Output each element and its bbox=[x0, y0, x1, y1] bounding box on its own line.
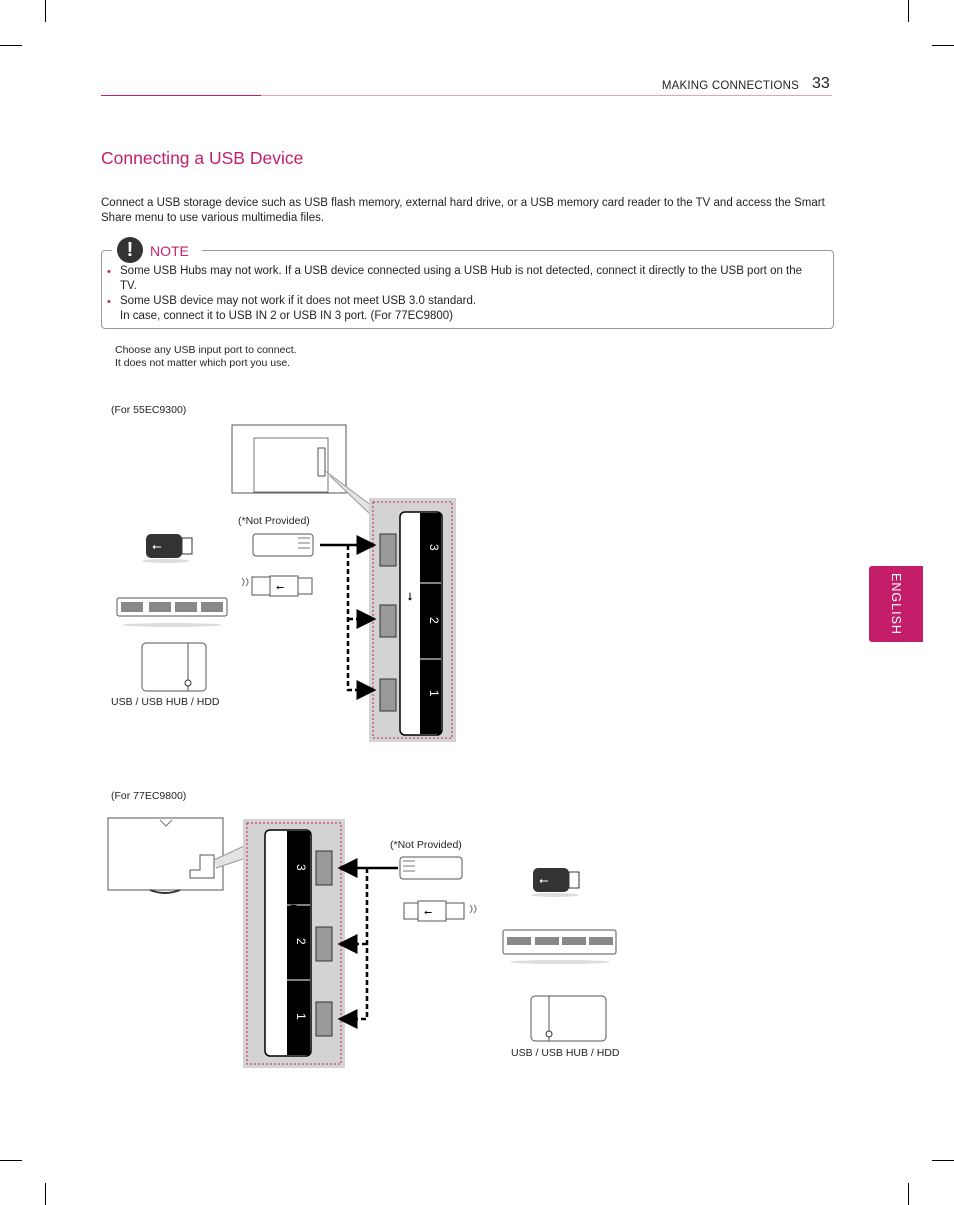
crop-mark bbox=[0, 1160, 22, 1161]
usb-flash-drive-icon: ⭠ bbox=[531, 868, 580, 897]
bullet-icon: • bbox=[107, 296, 111, 308]
hard-drive-icon bbox=[141, 642, 207, 692]
usb-flash-drive-icon: ⭠ bbox=[142, 534, 193, 563]
tv-rear-illustration bbox=[231, 424, 373, 518]
note-item-continued: In case, connect it to USB IN 2 or USB I… bbox=[120, 310, 454, 322]
page-title: Connecting a USB Device bbox=[101, 148, 304, 168]
section-title: MAKING CONNECTIONS bbox=[661, 80, 799, 92]
not-provided-label: (*Not Provided) bbox=[238, 515, 310, 527]
model-label: (For 55EC9300) bbox=[111, 404, 187, 416]
note-box bbox=[101, 250, 834, 329]
connection-arrows bbox=[337, 858, 398, 1029]
svg-text:⭠: ⭠ bbox=[424, 907, 432, 918]
usb-port-panel bbox=[369, 498, 456, 742]
connection-arrows bbox=[320, 535, 377, 700]
usb-hub-icon bbox=[502, 929, 617, 964]
instruction-line: It does not matter which port you use. bbox=[115, 357, 291, 369]
crop-mark bbox=[908, 0, 909, 22]
card-reader-icon bbox=[399, 856, 463, 880]
usb-cable-icon: ⭠ bbox=[403, 900, 477, 922]
language-tab-label: ENGLISH bbox=[889, 573, 903, 635]
header-rule bbox=[101, 95, 832, 96]
model-label: (For 77EC9800) bbox=[111, 790, 187, 802]
usb-symbol-icon: ⭠ bbox=[403, 592, 416, 601]
header-rule-accent bbox=[101, 95, 261, 96]
port-label: USB 3.0 IN bbox=[301, 967, 313, 1022]
port-label: USB IN bbox=[424, 593, 436, 630]
port-number: 2 bbox=[294, 938, 308, 945]
intro-paragraph: Connect a USB storage device such as USB… bbox=[101, 197, 825, 224]
note-label: NOTE bbox=[150, 243, 189, 259]
crop-mark bbox=[932, 45, 954, 46]
usb-cable-icon: ⭠ bbox=[241, 575, 313, 597]
language-tab: ENGLISH bbox=[869, 566, 923, 642]
crop-mark bbox=[908, 1183, 909, 1205]
crop-mark bbox=[45, 1183, 46, 1205]
devices-label: USB / USB HUB / HDD bbox=[111, 696, 220, 708]
usb-hub-icon bbox=[116, 597, 228, 627]
port-number: 3 bbox=[294, 864, 308, 871]
exclamation-icon: ! bbox=[117, 237, 143, 263]
port-label: USB IN bbox=[289, 875, 301, 912]
crop-mark bbox=[0, 45, 22, 46]
port-number: 3 bbox=[427, 544, 441, 551]
port-number: 1 bbox=[294, 1013, 308, 1020]
crop-mark bbox=[932, 1160, 954, 1161]
note-item: Some USB device may not work if it does … bbox=[120, 295, 477, 307]
page-number: 33 bbox=[812, 75, 830, 92]
port-number: 2 bbox=[427, 617, 441, 624]
svg-text:⭠: ⭠ bbox=[152, 539, 162, 553]
usb-port-panel bbox=[243, 819, 345, 1068]
bullet-icon: • bbox=[107, 266, 111, 278]
port-number: 1 bbox=[427, 690, 441, 697]
not-provided-label: (*Not Provided) bbox=[390, 839, 462, 851]
tv-rear-illustration bbox=[107, 817, 247, 894]
svg-text:⭠: ⭠ bbox=[276, 582, 284, 593]
crop-mark bbox=[45, 0, 46, 22]
devices-label: USB / USB HUB / HDD bbox=[511, 1047, 620, 1059]
card-reader-icon bbox=[252, 533, 314, 557]
instruction-line: Choose any USB input port to connect. bbox=[115, 344, 297, 356]
hard-drive-icon bbox=[530, 995, 607, 1042]
svg-text:⭠: ⭠ bbox=[539, 873, 549, 887]
note-item: Some USB Hubs may not work. If a USB dev… bbox=[120, 265, 803, 292]
